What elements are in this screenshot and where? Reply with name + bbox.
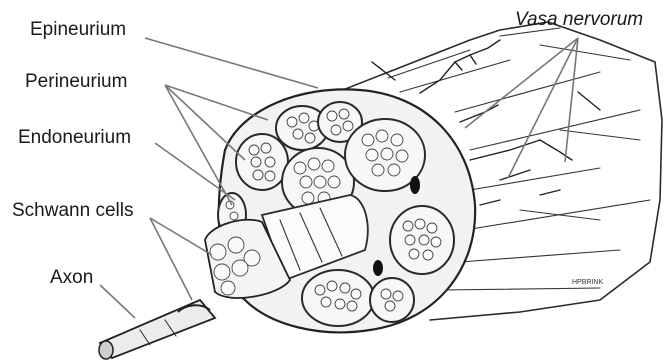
axon-shaft xyxy=(99,300,215,359)
fascicle xyxy=(236,134,288,190)
epineurium-leader xyxy=(145,38,318,88)
perineurium-leader xyxy=(165,85,245,160)
artist-signature: HPBRINK xyxy=(572,279,603,286)
perineurium-leader xyxy=(165,85,268,120)
label-axon: Axon xyxy=(50,267,93,288)
vasa-nervorum-leader xyxy=(565,38,578,162)
blood-vessel xyxy=(410,176,420,194)
label-endoneurium: Endoneurium xyxy=(18,127,131,148)
label-vasa-nervorum: Vasa nervorum xyxy=(515,9,643,30)
label-schwann-cells: Schwann cells xyxy=(12,200,133,221)
label-perineurium: Perineurium xyxy=(25,71,127,92)
fascicle xyxy=(390,206,454,274)
axon-leader xyxy=(100,285,135,318)
fascicle xyxy=(370,278,414,322)
perineurium-leader xyxy=(165,85,232,205)
blood-vessel xyxy=(373,260,383,276)
fascicle xyxy=(302,270,374,326)
label-epineurium: Epineurium xyxy=(30,19,126,40)
